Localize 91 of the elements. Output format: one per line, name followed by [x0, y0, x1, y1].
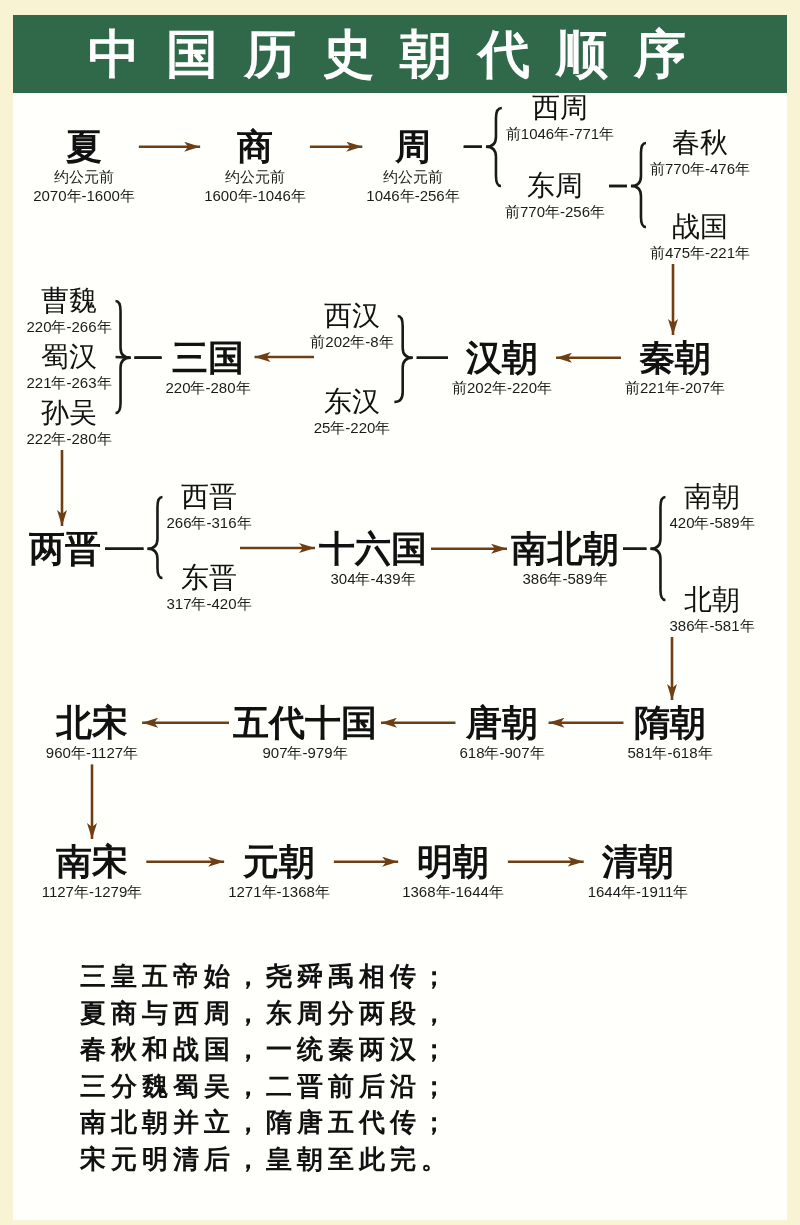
date-label: 前770年-476年 [649, 159, 751, 178]
date-label: 前770年-256年 [504, 202, 606, 221]
dynasty-name: 隋朝 [634, 702, 706, 744]
dynasty-name: 曹魏 [41, 285, 97, 317]
verse-line: 春秋和战国，一统秦两汉； [80, 1033, 452, 1066]
dynasty-name: 南朝 [684, 481, 740, 513]
dynasty-name: 孙吴 [41, 397, 97, 429]
date-label: 581年-618年 [627, 743, 713, 763]
arrow [254, 352, 314, 362]
verse-line: 三皇五帝始，尧舜禹相传； [80, 960, 452, 992]
arrow [556, 352, 621, 363]
date-label: 1046年-256年 [366, 186, 460, 206]
date-label: 约公元前 [383, 167, 443, 187]
dynasty-name: 秦朝 [639, 337, 711, 379]
dynasty-name: 南北朝 [511, 528, 619, 570]
dynasty-name: 东晋 [181, 562, 237, 594]
brace-connector [393, 356, 450, 404]
brace-connector [103, 547, 164, 580]
brace-connector [607, 184, 648, 229]
dynasty-name: 汉朝 [466, 337, 538, 379]
date-label: 前202年-8年 [310, 332, 394, 351]
dynasty-name: 周 [395, 126, 431, 168]
date-label: 1368年-1644年 [402, 882, 504, 902]
dynasty-name: 蜀汉 [41, 341, 97, 373]
brace-connector [114, 356, 163, 415]
arrow [548, 717, 624, 728]
date-label: 1644年-1911年 [587, 882, 689, 902]
dynasty-name: 两晋 [29, 528, 101, 570]
verse-line: 三分魏蜀吴，二晋前后沿； [80, 1069, 452, 1102]
arrow [333, 856, 399, 867]
verse-line: 南北朝并立，隋唐五代传； [80, 1106, 452, 1139]
date-label: 386年-581年 [669, 616, 755, 635]
dynasty-name: 北朝 [684, 584, 740, 616]
arrow [667, 637, 677, 700]
date-label: 266年-316年 [166, 513, 252, 532]
dynasty-name: 五代十国 [233, 702, 377, 744]
dynasty-name: 春秋 [672, 127, 728, 159]
date-label: 220年-280年 [165, 378, 251, 398]
date-label: 220年-266年 [26, 317, 112, 336]
dynasty-name: 南宋 [56, 841, 128, 883]
arrow [57, 450, 67, 526]
arrow [381, 717, 456, 728]
date-label: 907年-979年 [262, 743, 348, 763]
arrow [138, 141, 201, 152]
date-label: 1127年-1279年 [41, 882, 143, 902]
dynasty-name: 战国 [672, 211, 728, 243]
brace-connector [621, 547, 667, 602]
date-label: 1600年-1046年 [204, 186, 306, 206]
date-label: 1271年-1368年 [228, 882, 330, 902]
arrow [240, 543, 315, 553]
arrow [507, 856, 584, 867]
dynasty-name: 三国 [172, 337, 244, 379]
dynasty-name: 元朝 [243, 841, 315, 883]
dynasty-name: 东汉 [324, 386, 380, 418]
dynasty-name: 北宋 [56, 702, 128, 744]
dynasty-name: 西晋 [181, 481, 237, 513]
dynasty-name: 夏 [66, 126, 102, 168]
date-label: 约公元前 [225, 167, 285, 187]
dynasty-name: 东周 [527, 170, 583, 202]
dynasty-name: 西周 [532, 92, 588, 124]
verse-line: 宋元明清后，皇朝至此完。 [80, 1143, 452, 1175]
date-label: 420年-589年 [669, 513, 755, 532]
arrow [668, 264, 678, 335]
date-label: 前1046年-771年 [505, 124, 615, 143]
date-label: 前475年-221年 [649, 243, 751, 262]
date-label: 222年-280年 [26, 429, 112, 448]
date-label: 618年-907年 [459, 743, 545, 763]
date-label: 约公元前 [54, 167, 114, 187]
date-label: 25年-220年 [313, 418, 391, 437]
title: 中国历史朝代顺序 [88, 24, 712, 84]
date-label: 2070年-1600年 [33, 186, 135, 206]
arrow [309, 141, 363, 152]
verse-line: 夏商与西周，东周分两段， [80, 996, 452, 1029]
arrow [87, 764, 97, 839]
date-label: 前202年-220年 [451, 378, 553, 398]
dynasty-name: 商 [237, 126, 273, 168]
arrow [146, 856, 225, 867]
brace-connector [462, 145, 503, 188]
date-label: 前221年-207年 [624, 378, 726, 398]
dynasty-name: 西汉 [324, 300, 380, 332]
dynasty-name: 十六国 [319, 528, 427, 570]
date-label: 960年-1127年 [45, 743, 139, 763]
dynasty-name: 明朝 [417, 841, 489, 883]
dynasty-name: 清朝 [602, 841, 674, 883]
date-label: 386年-589年 [522, 569, 608, 589]
arrow [431, 543, 507, 554]
dynasty-name: 唐朝 [466, 702, 538, 744]
date-label: 304年-439年 [330, 569, 416, 589]
date-label: 221年-263年 [26, 373, 112, 392]
date-label: 317年-420年 [166, 594, 252, 613]
arrow [142, 717, 229, 728]
